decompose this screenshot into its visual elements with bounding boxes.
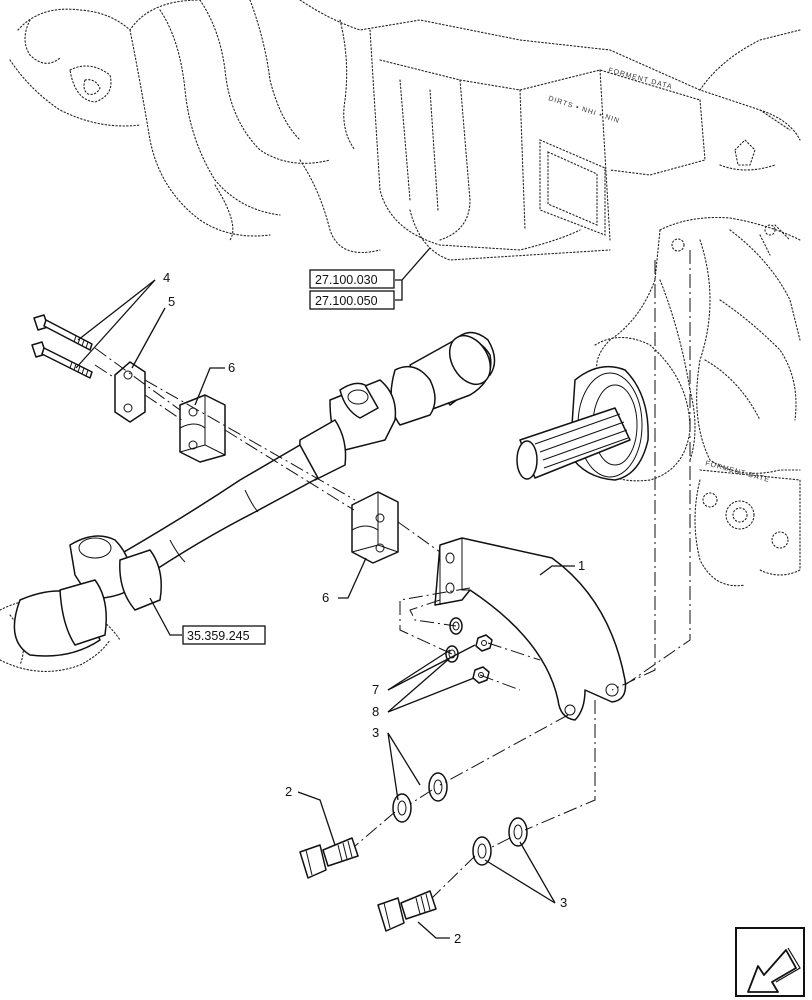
output-shaft <box>516 336 691 482</box>
reference-27-100-050[interactable]: 27.100.050 <box>309 290 395 310</box>
callout-3-lower: 3 <box>560 895 567 910</box>
plate <box>114 361 146 423</box>
callout-5: 5 <box>168 294 175 309</box>
arrow-down-left-icon[interactable] <box>735 927 805 997</box>
washers-3 <box>392 772 528 866</box>
drive-tube <box>13 331 496 657</box>
hex-bolt-upper <box>299 837 359 879</box>
svg-text:DIRTS • NHI • NIN: DIRTS • NHI • NIN <box>547 95 620 125</box>
callout-3-upper: 3 <box>372 725 379 740</box>
leader-lines <box>75 247 575 939</box>
reference-27-100-030[interactable]: 27.100.030 <box>309 269 395 289</box>
long-bolt-upper <box>33 314 93 351</box>
axle-housing-outline <box>0 0 801 672</box>
hex-bolt-lower <box>377 890 437 932</box>
ref-label-1: 27.100.030 <box>315 273 378 287</box>
callout-7: 7 <box>372 682 379 697</box>
ref-label-2: 27.100.050 <box>315 294 378 308</box>
callout-2-lower: 2 <box>454 931 461 946</box>
reference-35-359-245[interactable]: 35.359.245 <box>182 625 266 645</box>
callout-8: 8 <box>372 704 379 719</box>
callout-4: 4 <box>163 270 170 285</box>
bracket <box>434 537 627 721</box>
long-bolt-lower <box>31 341 93 379</box>
callout-1: 1 <box>578 558 585 573</box>
clamp-lower <box>351 491 399 564</box>
ref-label-3: 35.359.245 <box>187 629 250 643</box>
washers-nuts <box>445 617 493 684</box>
callout-2-upper: 2 <box>285 784 292 799</box>
assembly-centerlines <box>94 250 691 899</box>
callout-6-upper: 6 <box>228 360 235 375</box>
clamp-upper <box>179 394 226 463</box>
callout-6-lower: 6 <box>322 590 329 605</box>
svg-text:FORMENT DATA: FORMENT DATA <box>607 67 673 91</box>
callout-numbers: 1 2 2 3 3 4 5 6 6 7 8 <box>163 270 585 946</box>
svg-text:FORMENT DATE: FORMENT DATE <box>704 460 770 484</box>
